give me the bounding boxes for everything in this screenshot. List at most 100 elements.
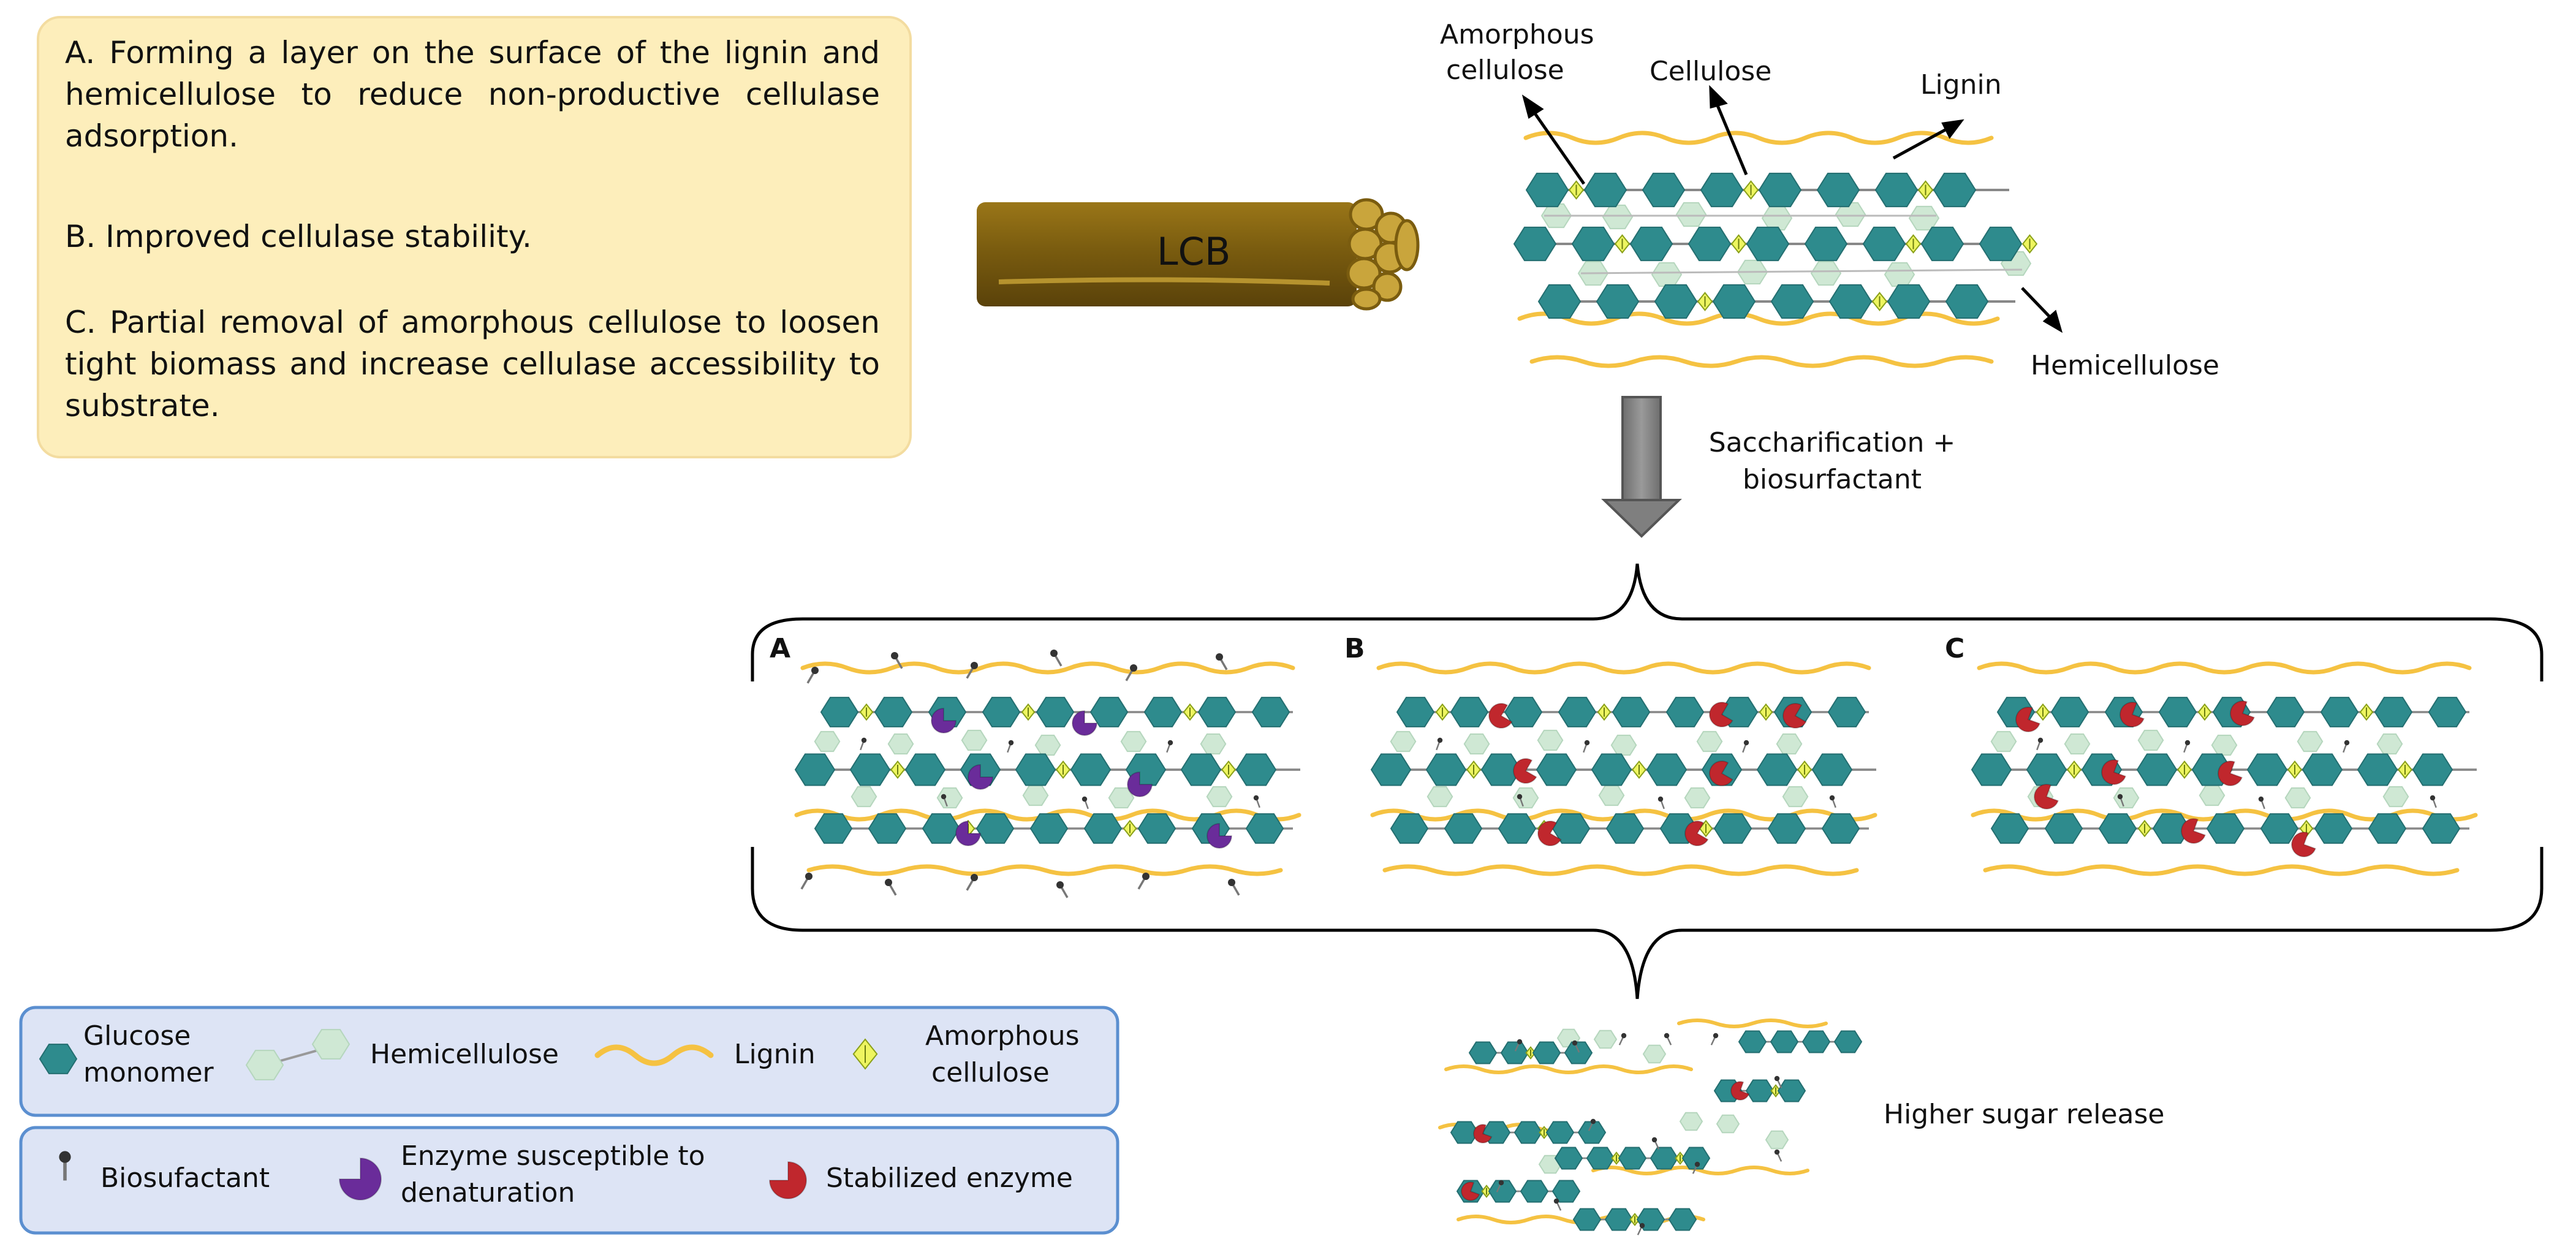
- hemicellulose-unit: [1716, 1114, 1740, 1134]
- hemicellulose-unit: [1782, 786, 1809, 808]
- amorphous-cellulose-label-line1: Amorphous: [1440, 19, 1594, 50]
- glucose-monomer: [849, 753, 891, 786]
- glucose-monomer: [1450, 697, 1489, 727]
- enzyme-icon: [2101, 759, 2127, 785]
- biosurfactant-head: [1774, 1075, 1780, 1082]
- glucose-monomer: [1425, 753, 1467, 786]
- biosurfactant-head: [1639, 1223, 1645, 1229]
- glucose-monomer: [1513, 226, 1557, 262]
- lignin-label: Lignin: [1920, 69, 2002, 101]
- lignin-strand: [1444, 1064, 1693, 1074]
- biosurfactant-head: [1621, 1033, 1627, 1039]
- lignin-strand: [806, 864, 1283, 876]
- glucose-monomer: [820, 697, 859, 727]
- biosurfactant-head: [941, 794, 947, 800]
- glucose-monomer: [2320, 697, 2359, 727]
- hemicellulose-unit: [2199, 784, 2226, 806]
- biosurfactant-head: [861, 737, 867, 743]
- glucose-monomer: [1777, 1079, 1806, 1102]
- hemicellulose-unit: [961, 729, 988, 751]
- biosurfactant-head: [1228, 879, 1235, 886]
- panel-a-structure: [794, 650, 1301, 898]
- enzyme-icon: [2230, 700, 2256, 726]
- hemicellulose-unit: [1884, 262, 1915, 287]
- hemicellulose-unit: [1990, 730, 2017, 753]
- glucose-monomer: [1862, 226, 1906, 262]
- hemicellulose-unit: [1034, 734, 1061, 756]
- legend-lignin-label: Lignin: [734, 1039, 816, 1070]
- hemicellulose-unit: [1206, 786, 1233, 808]
- biosurfactant-head: [971, 874, 978, 881]
- glucose-monomer: [868, 813, 907, 844]
- glucose-monomer: [1827, 697, 1866, 727]
- lignin-strand: [1591, 1166, 1809, 1175]
- biosurfactant-head: [2344, 740, 2350, 746]
- lcb-label: LCB: [1157, 229, 1231, 274]
- biosurfactant-head: [971, 662, 978, 669]
- glucose-monomer: [1525, 172, 1569, 208]
- enzyme-icon: [2034, 784, 2059, 810]
- glucose-monomer: [2266, 697, 2305, 727]
- glucose-monomer: [1480, 753, 1522, 786]
- enzyme-icon: [1730, 1081, 1750, 1101]
- brace-bottom: [751, 847, 2544, 999]
- glucose-monomer: [1558, 697, 1597, 727]
- glucose-monomer: [1537, 284, 1582, 319]
- glucose-monomer: [1070, 753, 1112, 786]
- biosurfactant-head: [2117, 794, 2123, 800]
- glucose-monomer: [1770, 284, 1814, 319]
- biosurfactant-head: [805, 873, 813, 880]
- hemicellulose-unit: [1642, 1044, 1667, 1064]
- biosurfactant-head: [1498, 1180, 1504, 1186]
- lcb-log-icon: [977, 198, 1420, 311]
- hemicellulose-unit: [2137, 729, 2164, 751]
- enzyme-icon: [338, 1157, 382, 1200]
- hemicellulose-unit: [1610, 734, 1637, 756]
- legend-glucose-line1: Glucose: [83, 1020, 191, 1052]
- glucose-monomer: [1235, 753, 1277, 786]
- glucose-monomer: [1688, 226, 1732, 262]
- biosurfactant-head: [2430, 795, 2436, 801]
- hemicellulose-unit: [1200, 733, 1227, 755]
- glucose-monomer: [1137, 813, 1176, 844]
- lignin-strand: [1523, 131, 1994, 145]
- panel-b-label: B: [1344, 633, 1365, 664]
- result-label: Higher sugar release: [1884, 1099, 2165, 1130]
- hemicellulose-unit: [1022, 784, 1049, 806]
- glucose-monomer: [1642, 172, 1686, 208]
- lignin-strand: [1529, 355, 1994, 368]
- enzyme-icon: [1684, 821, 1709, 846]
- glucose-monomer: [1450, 1121, 1479, 1144]
- enzyme-icon: [1460, 1181, 1480, 1201]
- hemicellulose-unit: [1776, 733, 1803, 755]
- glucose-monomer: [2357, 753, 2398, 786]
- enzyme-icon: [1207, 822, 1233, 849]
- legend-stabilized-label: Stabilized enzyme: [826, 1162, 1073, 1194]
- glucose-monomer: [1738, 1030, 1767, 1053]
- biosurfactant-head: [1572, 1040, 1578, 1046]
- glucose-monomer: [1586, 1147, 1615, 1170]
- glucose-monomer: [922, 813, 961, 844]
- glucose-monomer: [1758, 172, 1802, 208]
- glucose-monomer: [1532, 1041, 1561, 1064]
- glucose-monomer: [1396, 697, 1435, 727]
- hemicellulose-unit: [1761, 205, 1793, 231]
- glucose-monomer: [2098, 813, 2137, 844]
- enzyme-icon: [2015, 707, 2041, 732]
- glucose-monomer: [1828, 284, 1873, 319]
- glucose-monomer: [794, 753, 836, 786]
- legend-biosurfactant-label: Biosufactant: [100, 1162, 270, 1194]
- glucose-monomer: [1180, 753, 1222, 786]
- glucose-monomer: [1681, 1147, 1711, 1170]
- hemicellulose-unit: [1835, 202, 1866, 227]
- hemicellulose-unit: [936, 787, 963, 809]
- legend-glucose-line2: monomer: [83, 1057, 214, 1088]
- biosurfactant-head: [1008, 740, 1014, 746]
- hemicellulose-unit: [2297, 730, 2324, 753]
- legend-hemicellulose-label: Hemicellulose: [370, 1039, 559, 1070]
- glucose-monomer: [1612, 697, 1651, 727]
- glucose-monomer: [814, 813, 853, 844]
- glucose-monomer: [874, 697, 913, 727]
- glucose-monomer: [1577, 1121, 1607, 1144]
- biosurfactant-head: [1694, 1161, 1700, 1167]
